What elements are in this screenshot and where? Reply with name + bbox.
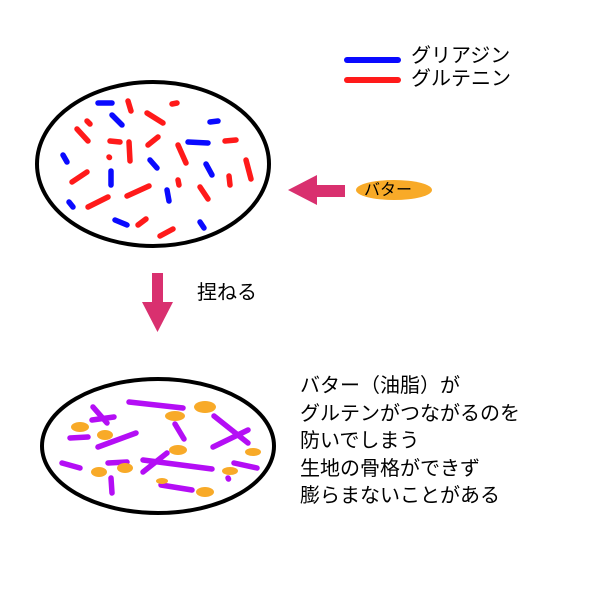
gluten-strand xyxy=(105,459,130,466)
legend-glutenin-label: グルテニン xyxy=(411,66,511,90)
gluten-strand xyxy=(95,430,139,450)
gliadin-strands xyxy=(60,100,221,231)
explanation-text: バター（油脂）が グルテンがつながるのを 防いでしまう 生地の骨格ができず 膨ら… xyxy=(300,372,520,510)
dough-after-kneading xyxy=(40,377,276,515)
gliadin-strand xyxy=(197,219,207,231)
butter-blob xyxy=(165,411,185,421)
glutenin-strands xyxy=(69,98,254,239)
gliadin-strand xyxy=(109,112,125,128)
butter-blob xyxy=(156,478,168,484)
glutenin-strand xyxy=(144,110,166,126)
butter-blob xyxy=(245,448,261,456)
gliadin-strand xyxy=(147,157,160,171)
glutenin-strand xyxy=(106,154,113,161)
butter-blob xyxy=(196,487,214,497)
glutenin-strand xyxy=(197,184,211,202)
explanation-line: バター（油脂）が xyxy=(300,373,460,397)
gluten-strand xyxy=(108,475,115,496)
gliadin-strand xyxy=(207,118,221,125)
butter-blob xyxy=(117,463,133,473)
explanation-line: 膨らまないことがある xyxy=(300,483,500,507)
glutenin-strand xyxy=(157,226,176,239)
gluten-strand xyxy=(126,399,186,411)
gliadin-strand xyxy=(112,217,130,228)
explanation-line: 生地の骨格ができず xyxy=(300,455,480,480)
butter-blob xyxy=(71,422,89,432)
gliadin-strand xyxy=(164,187,172,204)
glutenin-strand xyxy=(125,98,134,114)
gliadin-strand xyxy=(185,139,211,146)
gliadin-strand xyxy=(66,199,76,210)
gluten-strands xyxy=(59,399,260,496)
glutenin-strand xyxy=(243,157,254,182)
gluten-strand xyxy=(231,460,260,471)
glutenin-strand xyxy=(145,134,161,148)
butter-blob xyxy=(169,445,187,455)
gluten-strand xyxy=(210,427,251,450)
arrow-down-icon xyxy=(142,273,173,332)
glutenin-strand xyxy=(124,183,152,199)
glutenin-strand xyxy=(226,173,233,188)
glutenin-strand xyxy=(126,139,133,164)
gluten-strand xyxy=(211,413,251,446)
glutenin-strand xyxy=(175,177,182,188)
explanation-line: 防いでしまう xyxy=(300,428,420,452)
butter-blob xyxy=(222,467,238,475)
butter-label: バター xyxy=(364,180,413,199)
butter-blobs xyxy=(71,401,261,497)
butter-blob xyxy=(97,430,113,440)
gluten-strand xyxy=(140,457,215,472)
knead-label: 捏ねる xyxy=(197,280,257,304)
gluten-strand xyxy=(67,434,91,441)
arrow-left-icon xyxy=(288,175,345,205)
butter-blob xyxy=(91,467,107,477)
glutenin-strand xyxy=(169,100,180,107)
glutenin-strand xyxy=(84,118,93,127)
glutenin-strand xyxy=(74,126,91,144)
dough-before-kneading xyxy=(35,80,271,248)
gluten-strand xyxy=(89,414,117,423)
gliadin-strand xyxy=(203,161,215,178)
explanation-line: グルテンがつながるのを xyxy=(300,400,520,425)
gluten-strand xyxy=(172,421,187,442)
glutenin-strand xyxy=(175,142,189,166)
butter-badge xyxy=(356,180,432,200)
gliadin-strand xyxy=(60,152,70,165)
glutenin-strand xyxy=(85,194,111,210)
gluten-strand xyxy=(158,482,195,493)
glutenin-strand xyxy=(69,169,90,185)
glutenin-strand xyxy=(135,216,149,228)
glutenin-strand xyxy=(222,137,239,144)
glutenin-strand xyxy=(107,138,123,145)
gluten-strand xyxy=(59,460,83,471)
legend-gliadin-label: グリアジン xyxy=(411,43,511,67)
butter-blob xyxy=(194,401,216,413)
gluten-strand xyxy=(225,475,232,482)
